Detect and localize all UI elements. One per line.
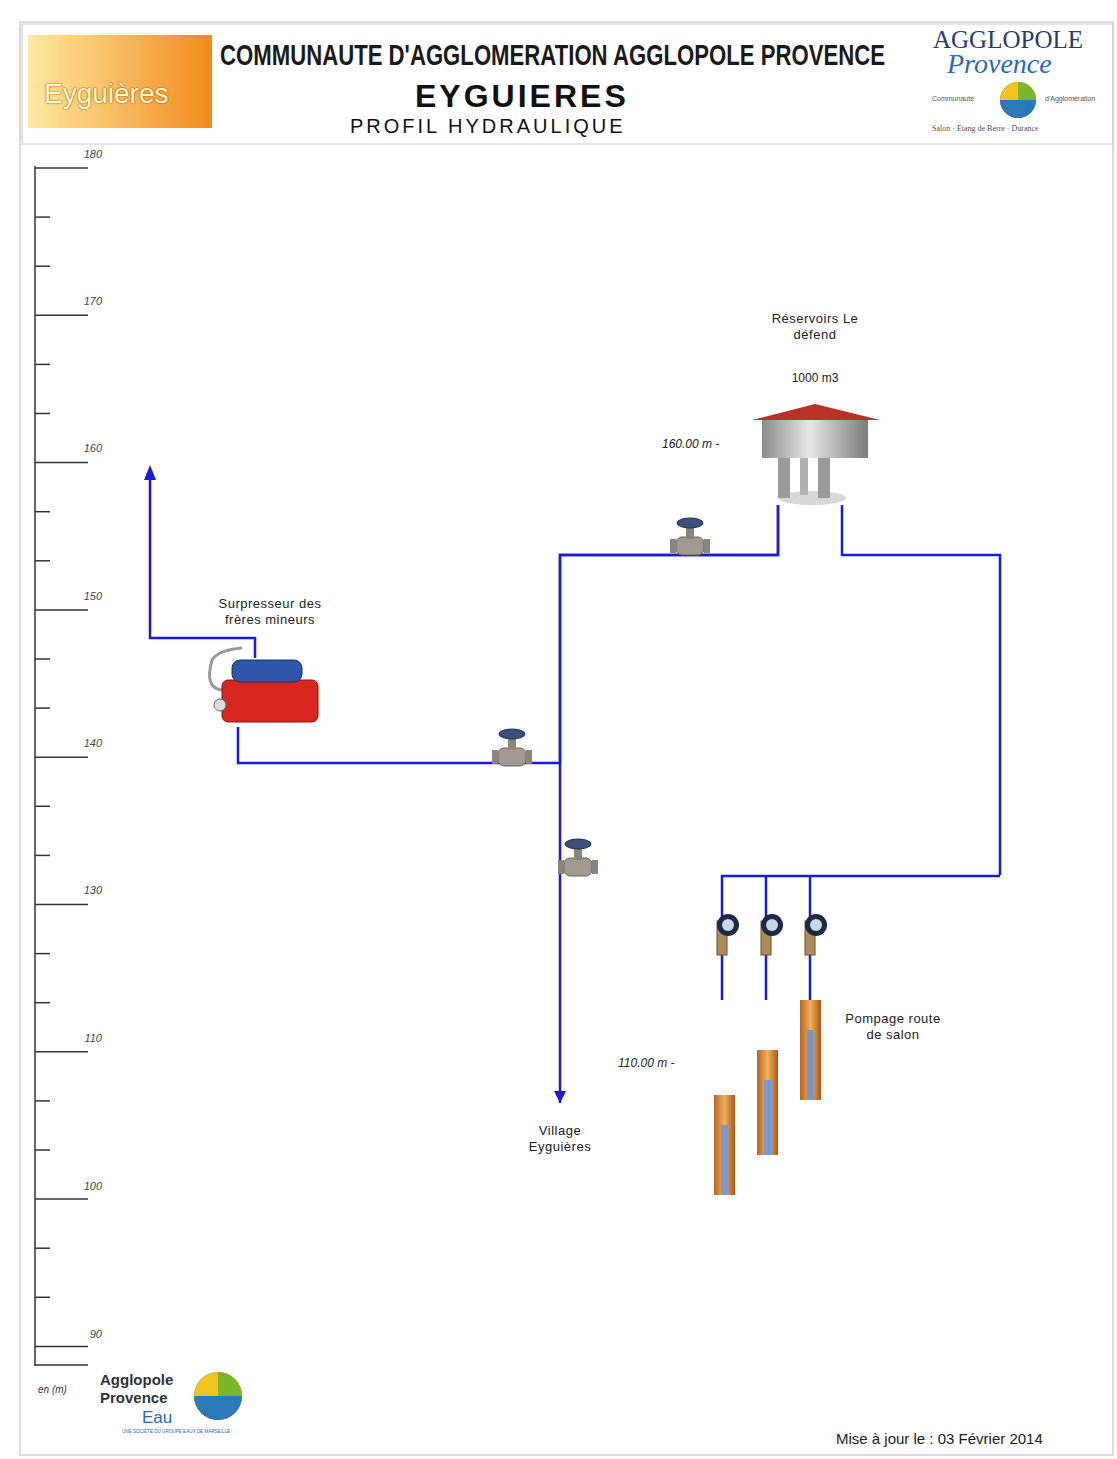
page-frame <box>20 22 1113 1455</box>
node-label: 1000 m3 <box>765 371 865 386</box>
pumping-node: Pompage route de salon <box>705 875 1003 1200</box>
up-arrow <box>144 465 255 658</box>
axis-tick <box>35 1247 50 1249</box>
booster-pump <box>210 648 318 722</box>
axis-tick <box>35 806 50 808</box>
axis-tick <box>35 216 50 218</box>
water-pipe <box>560 505 778 1103</box>
title: COMMUNAUTE D'AGGLOMERATION AGGLOPOLE PRO… <box>220 36 885 74</box>
axis-tick <box>35 560 50 562</box>
axis-label: 160 <box>72 442 102 456</box>
logo-text: Provence <box>100 1389 168 1408</box>
village-node: Village Eyguières <box>505 1103 615 1165</box>
pump-manifold <box>722 876 1000 1000</box>
axis-tick <box>35 1149 50 1151</box>
elevation-axis <box>35 166 88 1366</box>
axis-tick <box>35 707 50 709</box>
header-subtitle: PROFIL HYDRAULIQUE <box>350 114 626 139</box>
water-pipe <box>238 505 778 763</box>
axis-label: 130 <box>72 884 102 898</box>
axis-tick <box>35 1100 50 1102</box>
axis-tick <box>35 462 88 464</box>
axis-tick <box>35 1051 88 1053</box>
axis-label: 150 <box>72 590 102 604</box>
axis-label: 110 <box>72 1032 102 1046</box>
axis-tick <box>35 315 88 317</box>
axis-label: 180 <box>72 148 102 162</box>
logo-text: d'Agglomération <box>1045 95 1095 104</box>
axis-tick <box>35 265 50 267</box>
elevation-label: 160.00 m - <box>662 437 719 452</box>
logo-text: UNE SOCIÉTÉ DU GROUPE EAUX DE MARSEILLE <box>122 1428 230 1434</box>
axis-label: 90 <box>72 1328 102 1342</box>
valves <box>492 518 710 876</box>
reservoir-node: Réservoirs Le défend 1000 m3 <box>745 305 885 505</box>
eau-logo <box>194 1372 242 1420</box>
axis-tick <box>35 1002 50 1004</box>
logo-text: Provence <box>947 46 1052 81</box>
axis-tick <box>35 756 88 758</box>
axis-tick <box>35 364 50 366</box>
axis-tick <box>35 658 50 660</box>
town-logo <box>28 35 212 128</box>
agglopole-logo <box>1000 82 1036 118</box>
node-label: Village Eyguières <box>523 1123 597 1156</box>
water-pipe <box>842 505 1000 875</box>
axis-tick <box>35 904 88 906</box>
axis-label: 170 <box>72 295 102 309</box>
axis-tick <box>35 609 88 611</box>
axis-tick <box>35 1346 88 1348</box>
node-label: Réservoirs Le défend <box>770 311 860 344</box>
booster-node: Surpresseur des frères mineurs <box>190 592 350 727</box>
logo-text: Salon · Etang de Berre · Durance <box>932 124 1039 134</box>
axis-tick <box>35 511 50 513</box>
axis-tick <box>35 953 50 955</box>
elevation-label: 110.00 m - <box>618 1056 674 1071</box>
axis-tick <box>35 1198 88 1200</box>
header-frame <box>22 24 1113 144</box>
node-label: Pompage route de salon <box>845 1011 941 1044</box>
logo-text: Agglopole <box>100 1371 173 1390</box>
town-logo-text: Eyguières <box>44 76 169 111</box>
axis-tick <box>35 167 88 169</box>
header-title: EYGUIERES <box>415 76 629 116</box>
borehole-pumps <box>714 914 827 1195</box>
logo-text: Communauté <box>932 95 974 104</box>
update-date: Mise à jour le : 03 Février 2014 <box>836 1430 1043 1449</box>
axis-label: 140 <box>72 737 102 751</box>
axis-tick <box>35 855 50 857</box>
axis-tick <box>35 413 50 415</box>
node-label: Surpresseur des frères mineurs <box>206 596 334 629</box>
axis-label: 100 <box>72 1180 102 1194</box>
axis-tick <box>35 1297 50 1299</box>
logo-text: Eau <box>142 1407 172 1428</box>
reservoir-tank <box>752 404 880 505</box>
axis-unit: en (m) <box>38 1384 67 1397</box>
